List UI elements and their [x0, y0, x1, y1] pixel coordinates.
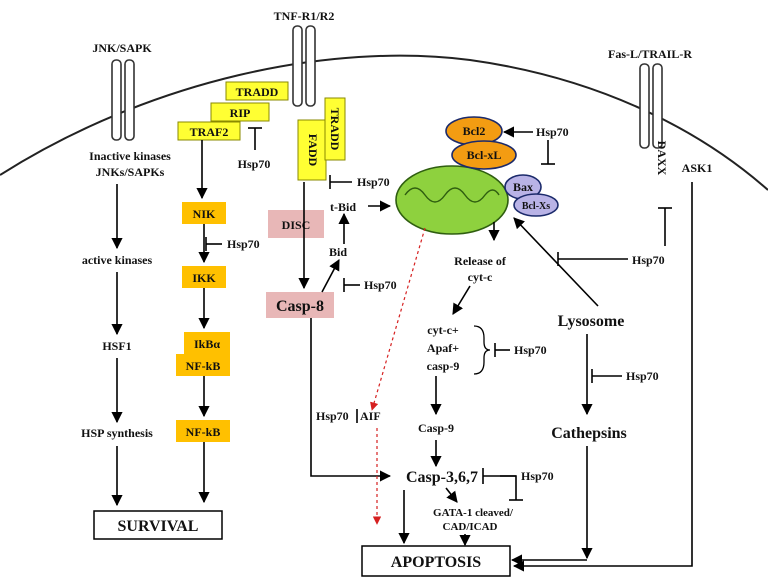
nik-label: NIK: [193, 207, 216, 221]
survival-label: SURVIVAL: [118, 518, 199, 535]
jnk-receptor-icon: [111, 59, 135, 141]
bclxs-label: Bcl-Xs: [522, 201, 550, 212]
arrow-mito-to-aif: [370, 227, 426, 411]
disc-box: [268, 210, 324, 238]
ask1-label: ASK1: [682, 161, 713, 175]
apoptosis-box: [361, 545, 511, 577]
tradd-vert-label: TRADD: [328, 108, 342, 151]
ikba-box: [184, 332, 230, 354]
hsp70-fas-label: Hsp70: [632, 253, 665, 267]
hsf1-label: HSF1: [102, 339, 131, 353]
fadd-label: FADD: [306, 134, 320, 167]
apoptosis-label: APOPTOSIS: [391, 554, 482, 571]
survival-box: [93, 510, 223, 540]
hsp-synthesis-label: HSP synthesis: [81, 426, 153, 440]
nik-box: [182, 202, 226, 224]
jnk-receptor-label: JNK/SAPK: [92, 41, 152, 55]
traf2-box: [177, 121, 241, 141]
disc-label: DISC: [282, 218, 311, 232]
cell-membrane: [0, 54, 768, 191]
bclxs-icon: [513, 193, 559, 217]
bid-label: Bid: [329, 245, 347, 259]
hsp70-apoptosome-label: Hsp70: [514, 343, 547, 357]
hsp70-nik-label: Hsp70: [227, 237, 260, 251]
gata-label-1: GATA-1 cleaved/: [433, 507, 514, 519]
hsp70-traf2-label: Hsp70: [238, 157, 271, 171]
nfkb-bound-box: [176, 354, 230, 376]
arrow-casp367-to-gata: [445, 487, 458, 503]
tradd-top-label: TRADD: [236, 85, 279, 99]
inactive-kinases-label: Inactive kinases: [89, 149, 171, 163]
nfkb-label: NF-kB: [186, 425, 221, 439]
ikba-label: IkBα: [194, 337, 220, 351]
hsp70-bid-label: Hsp70: [364, 278, 397, 292]
bax-label: Bax: [513, 180, 533, 194]
apoptosome-brace: [473, 325, 491, 375]
nfkb-bound-label: NF-kB: [186, 359, 221, 373]
arrow-casp8-to-bid: [321, 259, 340, 293]
hsp70-lysosome-label: Hsp70: [626, 369, 659, 383]
cathepsins-label: Cathepsins: [551, 425, 627, 442]
nfkb-box: [176, 420, 230, 442]
arrow-casp8-to-casp367: [310, 318, 392, 482]
tradd-top-box: [225, 81, 289, 101]
bclxl-label: Bcl-xL: [467, 148, 502, 162]
aif-label: AIF: [360, 409, 381, 423]
arrow-release-to-apoptosome: [452, 285, 471, 315]
mitochondrion-icon: [395, 165, 509, 235]
tbid-label: t-Bid: [330, 200, 356, 214]
arrow-ask1-to-apoptosis: [512, 182, 693, 572]
rip-label: RIP: [230, 106, 251, 120]
tnf-receptor-label: TNF-R1/R2: [274, 9, 335, 23]
apoptosome-cytc-label: cyt-c+: [427, 323, 459, 337]
hsp70-fadd-label: Hsp70: [357, 175, 390, 189]
tnf-receptor-icon: [292, 25, 316, 107]
release-label: Release of: [454, 254, 507, 268]
apoptosome-apaf-label: Apaf+: [427, 341, 459, 355]
tradd-vert-box: [324, 97, 346, 161]
active-kinases-label: active kinases: [82, 253, 153, 267]
inhibit-line-gata: [500, 475, 517, 500]
fas-receptor-label: Fas-L/TRAIL-R: [608, 47, 692, 61]
ikk-box: [182, 266, 226, 288]
cytc-label: cyt-c: [468, 270, 493, 284]
gata-label-2: CAD/ICAD: [443, 521, 498, 533]
hsp70-bcl2-label: Hsp70: [536, 125, 569, 139]
jnks-sapks-label: JNKs/SAPKs: [96, 165, 165, 179]
casp367-label: Casp-3,6,7: [406, 469, 478, 486]
casp8-box: [266, 292, 334, 318]
ikk-label: IKK: [192, 271, 216, 285]
bclxl-icon: [451, 140, 517, 170]
lysosome-label: Lysosome: [558, 313, 625, 330]
bcl2-label: Bcl2: [463, 124, 486, 138]
rip-box: [210, 102, 270, 122]
fas-receptor-icon: [639, 63, 663, 149]
daxx-label: DAXX: [655, 141, 669, 176]
hsp70-aif-label: Hsp70: [316, 409, 349, 423]
apoptosome-casp9-label: casp-9: [427, 359, 460, 373]
hsp70-casp367-label: Hsp70: [521, 469, 554, 483]
casp9-label: Casp-9: [418, 421, 454, 435]
arrow-lysosome-to-bax: [513, 217, 599, 307]
casp8-label: Casp-8: [276, 298, 324, 315]
traf2-label: TRAF2: [190, 125, 229, 139]
